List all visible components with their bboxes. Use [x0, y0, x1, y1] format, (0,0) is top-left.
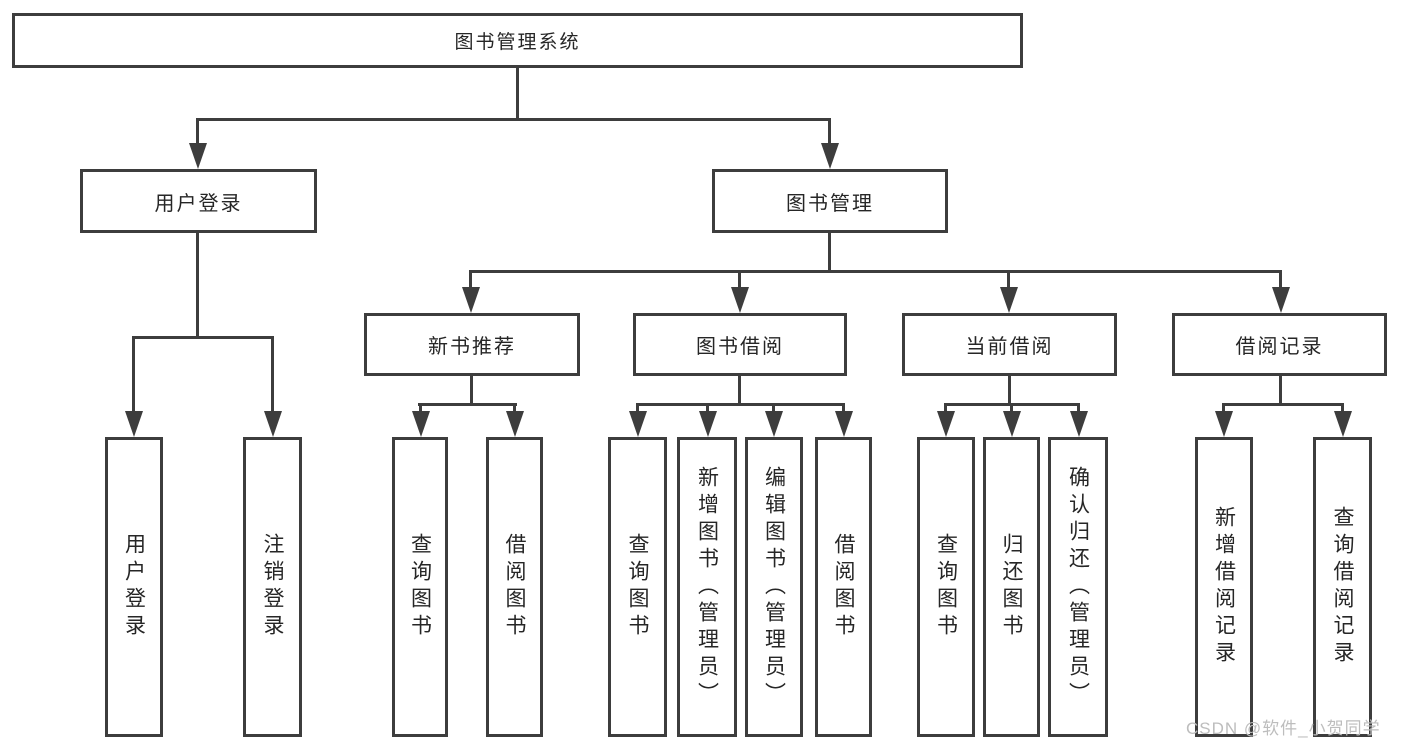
arrow-down-icon: [196, 118, 199, 143]
arrow-down-icon: [1077, 403, 1080, 411]
arrow-down-icon: [944, 403, 947, 411]
node-new-book-recommend: 新书推荐: [364, 313, 580, 376]
arrow-down-icon: [419, 403, 422, 411]
node-leaf-borrowing-borrow-books: 借阅图书: [815, 437, 872, 737]
node-book-borrowing: 图书借阅: [633, 313, 847, 376]
node-leaf-current-query-books-label: 查询图书: [934, 533, 958, 641]
node-borrowing-records-label: 借阅记录: [1235, 336, 1324, 358]
arrow-down-icon: [513, 403, 516, 411]
arrow-down-icon: [828, 118, 831, 143]
arrow-down-icon: [706, 403, 709, 411]
node-current-borrowing-label: 当前借阅: [965, 336, 1054, 358]
node-leaf-current-query-books: 查询图书: [917, 437, 975, 737]
connector-recommend-bus: [418, 403, 517, 406]
node-book-management-label: 图书管理: [786, 192, 874, 215]
node-leaf-current-confirm-return-label: 确认归还（管理员）: [1066, 465, 1090, 709]
node-book-management: 图书管理: [712, 169, 948, 233]
node-leaf-current-return-books-label: 归还图书: [1000, 533, 1023, 641]
node-leaf-borrowing-query-books: 查询图书: [608, 437, 667, 737]
arrow-down-icon: [842, 403, 845, 411]
arrow-down-icon: [1341, 403, 1344, 411]
connector-records-stem: [1279, 374, 1282, 406]
connector-user-login-bus: [132, 336, 274, 339]
node-leaf-user-login: 用户登录: [105, 437, 163, 737]
node-borrowing-records: 借阅记录: [1172, 313, 1387, 376]
csdn-watermark: CSDN @软件_小贺同学: [1186, 719, 1381, 738]
node-leaf-borrowing-query-books-label: 查询图书: [626, 533, 649, 641]
connector-book-management-stem: [828, 231, 831, 273]
node-leaf-logout-label: 注销登录: [261, 533, 284, 641]
node-leaf-recommend-query-books-label: 查询图书: [408, 533, 432, 641]
node-leaf-records-add-record-label: 新增借阅记录: [1212, 506, 1236, 668]
node-leaf-records-query-record: 查询借阅记录: [1313, 437, 1372, 737]
node-leaf-recommend-query-books: 查询图书: [392, 437, 448, 737]
arrow-down-icon: [636, 403, 639, 411]
connector-recommend-stem: [470, 374, 473, 406]
arrow-down-icon: [772, 403, 775, 411]
node-user-login-label: 用户登录: [154, 192, 243, 215]
connector-current-stem: [1008, 374, 1011, 406]
node-root: 图书管理系统: [12, 13, 1023, 68]
node-book-borrowing-label: 图书借阅: [696, 336, 784, 358]
node-leaf-borrowing-edit-books: 编辑图书（管理员）: [745, 437, 803, 737]
node-current-borrowing: 当前借阅: [902, 313, 1117, 376]
arrow-down-icon: [1222, 403, 1225, 411]
connector-user-login-stem: [196, 230, 199, 339]
node-leaf-logout: 注销登录: [243, 437, 302, 737]
node-leaf-user-login-label: 用户登录: [122, 533, 146, 641]
arrow-down-icon: [738, 270, 741, 287]
connector-book-management-bus: [469, 270, 1282, 273]
arrow-down-icon: [1279, 270, 1282, 287]
arrow-down-icon: [132, 336, 135, 411]
node-root-label: 图书管理系统: [454, 32, 581, 53]
node-leaf-borrowing-borrow-books-label: 借阅图书: [832, 533, 855, 641]
node-leaf-borrowing-edit-books-label: 编辑图书（管理员）: [762, 465, 786, 709]
connector-borrowing-stem: [738, 374, 741, 406]
node-leaf-borrowing-add-books: 新增图书（管理员）: [677, 437, 737, 737]
arrow-down-icon: [1010, 403, 1013, 411]
node-leaf-current-return-books: 归还图书: [983, 437, 1040, 737]
node-leaf-recommend-borrow-books-label: 借阅图书: [503, 533, 526, 641]
node-leaf-borrowing-add-books-label: 新增图书（管理员）: [695, 465, 719, 709]
connector-records-bus: [1222, 403, 1344, 406]
node-leaf-records-query-record-label: 查询借阅记录: [1331, 506, 1354, 668]
connector-borrowing-bus: [636, 403, 845, 406]
node-new-book-recommend-label: 新书推荐: [428, 336, 516, 358]
arrow-down-icon: [469, 270, 472, 287]
node-user-login: 用户登录: [80, 169, 317, 233]
connector-root-bus: [196, 118, 831, 121]
connector-root-stem: [516, 66, 519, 120]
arrow-down-icon: [1007, 270, 1010, 287]
arrow-down-icon: [271, 336, 274, 411]
node-leaf-current-confirm-return: 确认归还（管理员）: [1048, 437, 1108, 737]
node-leaf-records-add-record: 新增借阅记录: [1195, 437, 1253, 737]
node-leaf-recommend-borrow-books: 借阅图书: [486, 437, 543, 737]
